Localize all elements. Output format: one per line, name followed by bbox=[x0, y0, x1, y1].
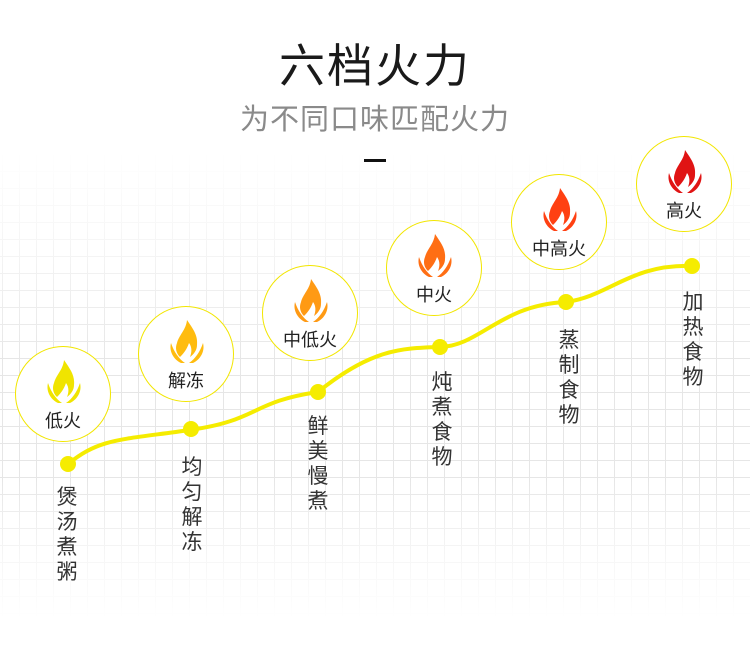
level-dot bbox=[60, 456, 76, 472]
flame-icon bbox=[170, 320, 204, 363]
title-divider bbox=[364, 159, 386, 162]
level-dot bbox=[310, 384, 326, 400]
grid-background bbox=[0, 150, 750, 620]
level-dot bbox=[684, 258, 700, 274]
level-label: 低火 bbox=[45, 411, 81, 432]
level-label: 中高火 bbox=[532, 239, 586, 260]
level-dot bbox=[183, 421, 199, 437]
level-label: 中火 bbox=[416, 285, 452, 306]
level-badge-1: 低火 bbox=[15, 346, 111, 442]
flame-icon bbox=[543, 188, 577, 231]
level-badge-5: 中高火 bbox=[511, 174, 607, 270]
level-label: 高火 bbox=[666, 201, 702, 222]
level-dot bbox=[558, 294, 574, 310]
power-curve-line bbox=[66, 263, 694, 466]
level-use-text-5: 蒸制食物 bbox=[558, 328, 580, 427]
level-label: 解冻 bbox=[168, 371, 204, 392]
flame-icon bbox=[668, 150, 702, 193]
level-use-text-2: 均匀解冻 bbox=[181, 455, 203, 554]
level-dot bbox=[432, 339, 448, 355]
level-use-text-1: 煲汤煮粥 bbox=[56, 485, 78, 584]
page-subtitle: 为不同口味匹配火力 bbox=[239, 102, 510, 136]
level-badge-6: 高火 bbox=[636, 136, 732, 232]
level-badge-3: 中低火 bbox=[262, 265, 358, 361]
page-title: 六档火力 bbox=[279, 39, 471, 93]
level-label: 中低火 bbox=[283, 330, 337, 351]
level-use-text-6: 加热食物 bbox=[682, 290, 704, 389]
flame-icon bbox=[418, 234, 452, 277]
level-use-text-4: 炖煮食物 bbox=[431, 370, 453, 469]
flame-icon bbox=[294, 279, 328, 322]
level-badge-2: 解冻 bbox=[138, 306, 234, 402]
flame-icon bbox=[47, 360, 81, 403]
level-badge-4: 中火 bbox=[386, 220, 482, 316]
level-use-text-3: 鲜美慢煮 bbox=[307, 414, 329, 513]
